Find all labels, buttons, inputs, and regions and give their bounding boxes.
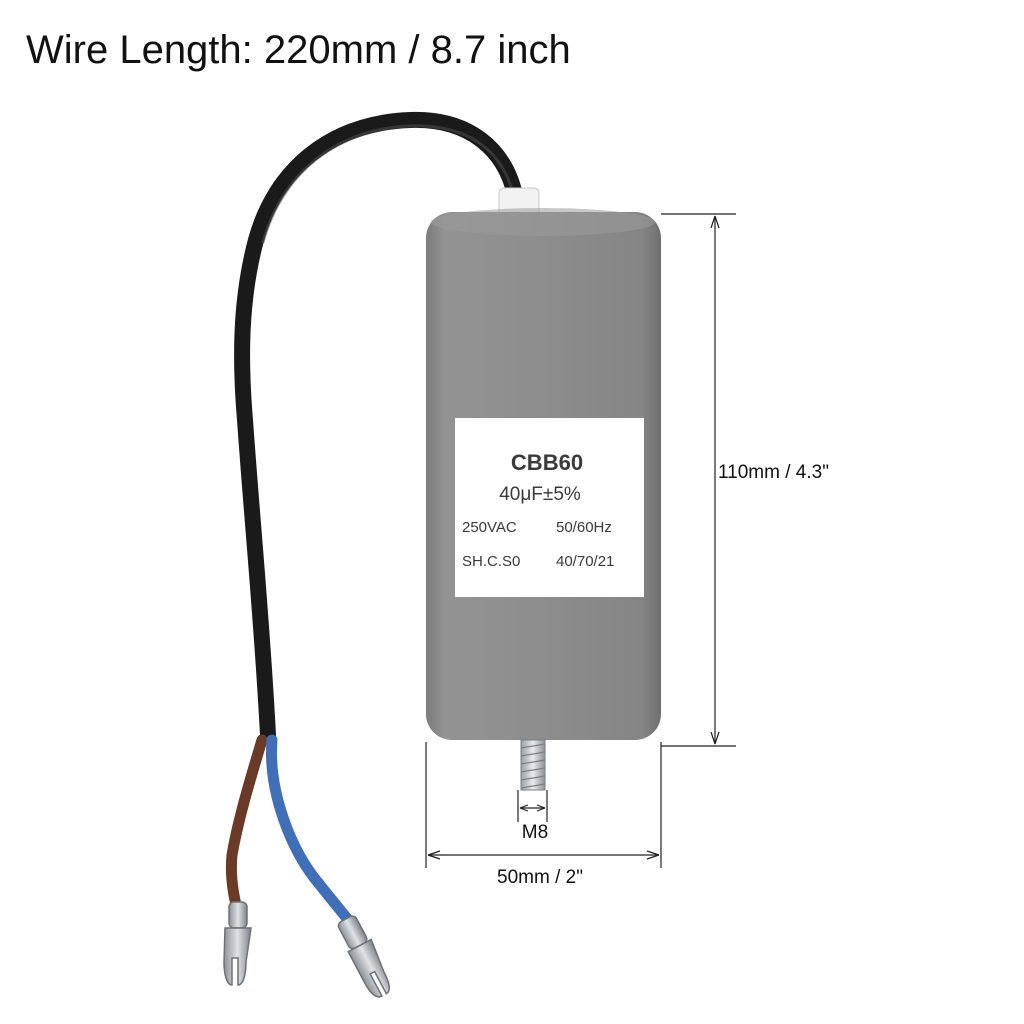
capacitor-label bbox=[455, 418, 644, 597]
spade-terminal-left bbox=[223, 901, 252, 986]
height-dimension bbox=[661, 213, 736, 747]
mounting-bolt bbox=[520, 739, 546, 791]
wire-sheath bbox=[234, 111, 523, 743]
height-label: 110mm / 4.3" bbox=[718, 462, 829, 483]
wire-brown bbox=[225, 734, 268, 911]
spade-terminal-right bbox=[337, 915, 390, 998]
label-rating: 40/70/21 bbox=[556, 553, 614, 570]
wire-length-title: Wire Length: 220mm / 8.7 inch bbox=[26, 28, 571, 72]
label-code: SH.C.S0 bbox=[462, 553, 520, 570]
thread-label: M8 bbox=[522, 822, 548, 843]
wire-blue bbox=[266, 734, 356, 928]
width-dimension bbox=[425, 742, 662, 868]
label-voltage: 250VAC bbox=[462, 519, 517, 536]
label-capacitance: 40μF±5% bbox=[499, 484, 581, 505]
label-model: CBB60 bbox=[511, 450, 583, 475]
thread-dimension bbox=[517, 790, 548, 822]
label-frequency: 50/60Hz bbox=[556, 519, 612, 536]
width-label: 50mm / 2" bbox=[497, 867, 583, 888]
wire-sheath-highlight bbox=[261, 124, 514, 244]
